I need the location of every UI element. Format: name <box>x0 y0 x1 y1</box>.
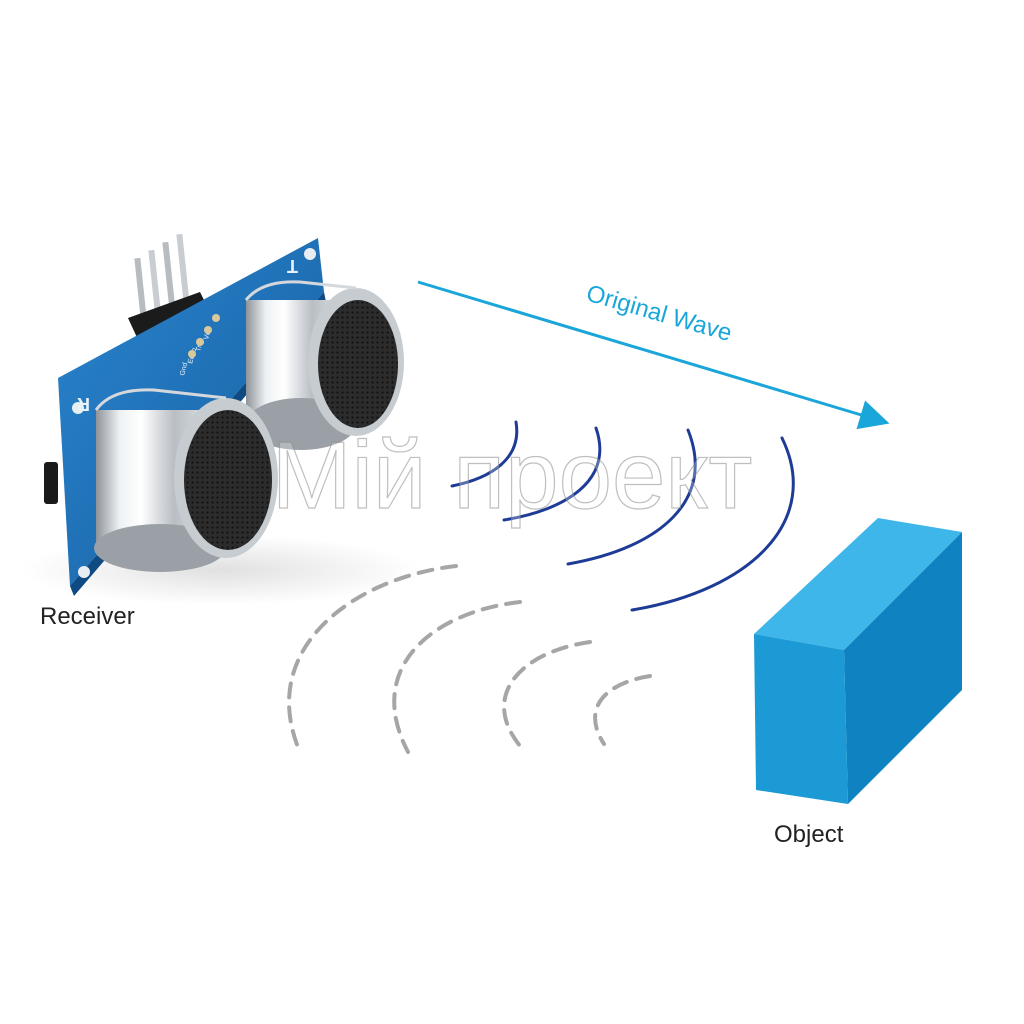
emitted-wave-3 <box>566 428 697 566</box>
object-block-icon <box>754 518 962 804</box>
reflected-wave-3 <box>502 640 592 748</box>
reflected-wave-4 <box>593 674 652 746</box>
emitted-waves <box>450 420 795 612</box>
receiver-can <box>94 388 278 572</box>
transmitter-mark: T <box>287 256 298 276</box>
emitted-wave-2 <box>502 426 602 522</box>
emitted-wave-1 <box>450 420 519 488</box>
emitted-wave-4 <box>630 436 795 612</box>
original-wave-arrow-icon <box>417 280 890 430</box>
receiver-mark: R <box>77 394 90 414</box>
object-label: Object <box>774 821 844 848</box>
reflected-wave-2 <box>392 600 522 754</box>
watermark-text: Мій проект <box>272 422 753 529</box>
pin-label-gnd: Gnd <box>179 362 189 377</box>
ultrasonic-sensor-icon: T R Vcc Trig Echo Gnd <box>20 233 420 605</box>
transmitter-can <box>244 280 404 450</box>
reflected-wave-1 <box>287 564 458 754</box>
receiver-label: Receiver <box>40 603 135 630</box>
reflected-waves <box>287 564 652 754</box>
